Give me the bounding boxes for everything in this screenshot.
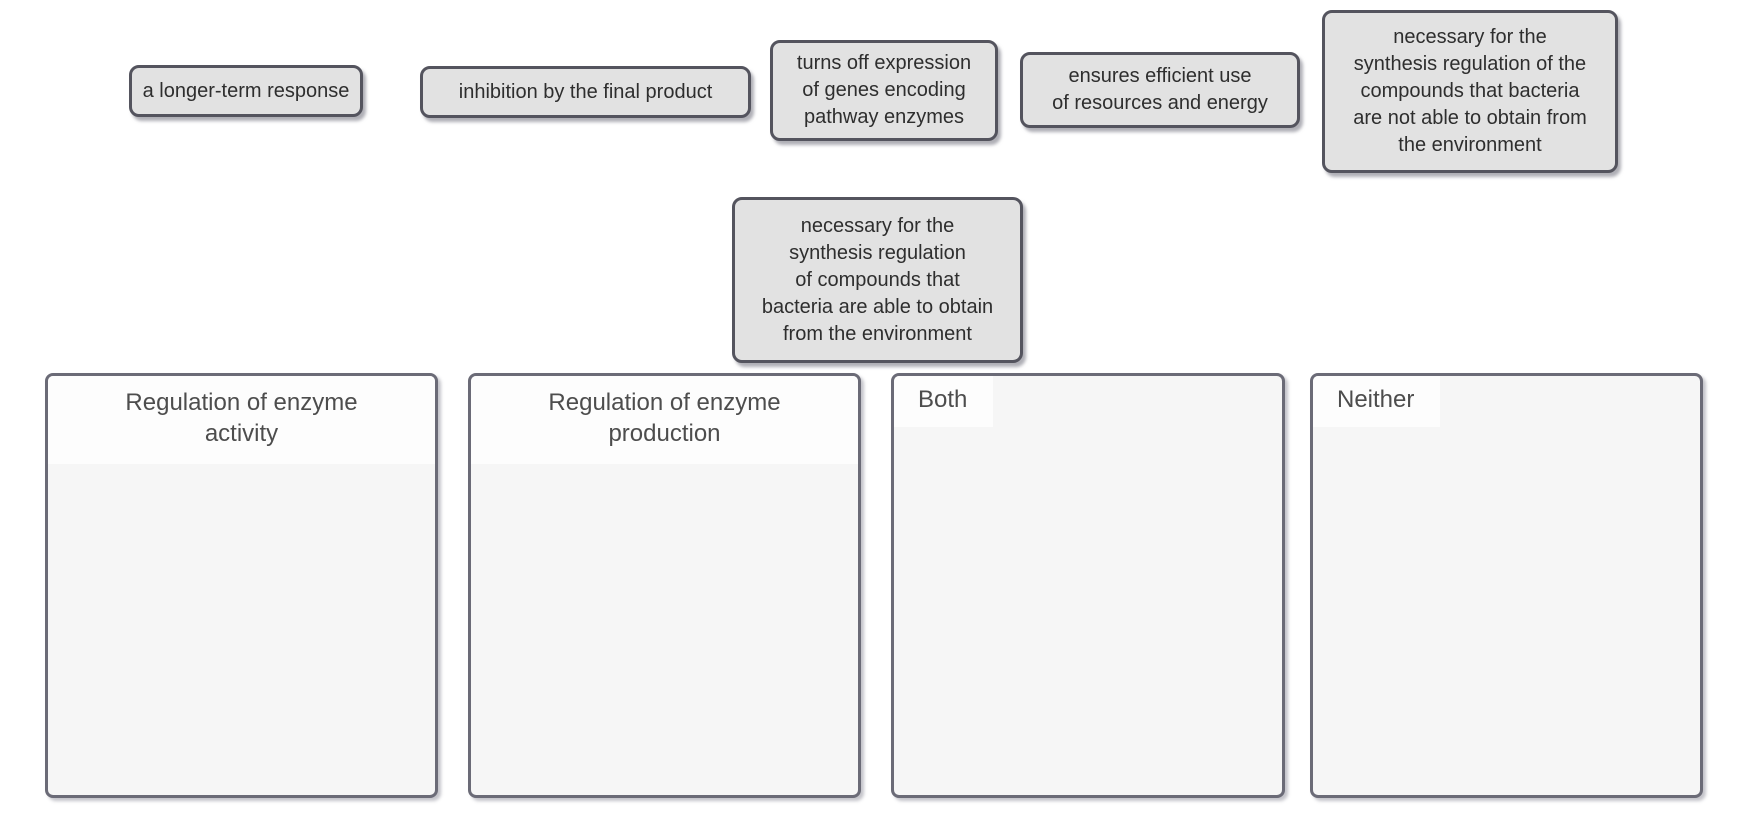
- drag-token-inhibition-final-product[interactable]: inhibition by the final product: [420, 66, 751, 118]
- drag-token-compounds-not-obtainable[interactable]: necessary for the synthesis regulation o…: [1322, 10, 1618, 173]
- drop-zone-both[interactable]: Both: [891, 373, 1285, 798]
- drop-zone-regulation-enzyme-production[interactable]: Regulation of enzyme production: [468, 373, 861, 798]
- drag-token-turns-off-gene-expression[interactable]: turns off expression of genes encoding p…: [770, 40, 998, 141]
- drop-zone-neither[interactable]: Neither: [1310, 373, 1703, 798]
- drop-zone-label: Neither: [1313, 376, 1441, 427]
- drop-zone-label: Regulation of enzyme activity: [48, 376, 435, 464]
- drop-zone-regulation-enzyme-activity[interactable]: Regulation of enzyme activity: [45, 373, 438, 798]
- drag-token-longer-term-response[interactable]: a longer-term response: [129, 65, 363, 117]
- drop-zone-label: Regulation of enzyme production: [471, 376, 858, 464]
- drag-token-compounds-obtainable[interactable]: necessary for the synthesis regulation o…: [732, 197, 1023, 363]
- drag-token-efficient-resource-use[interactable]: ensures efficient use of resources and e…: [1020, 52, 1300, 128]
- drop-zone-label: Both: [894, 376, 994, 427]
